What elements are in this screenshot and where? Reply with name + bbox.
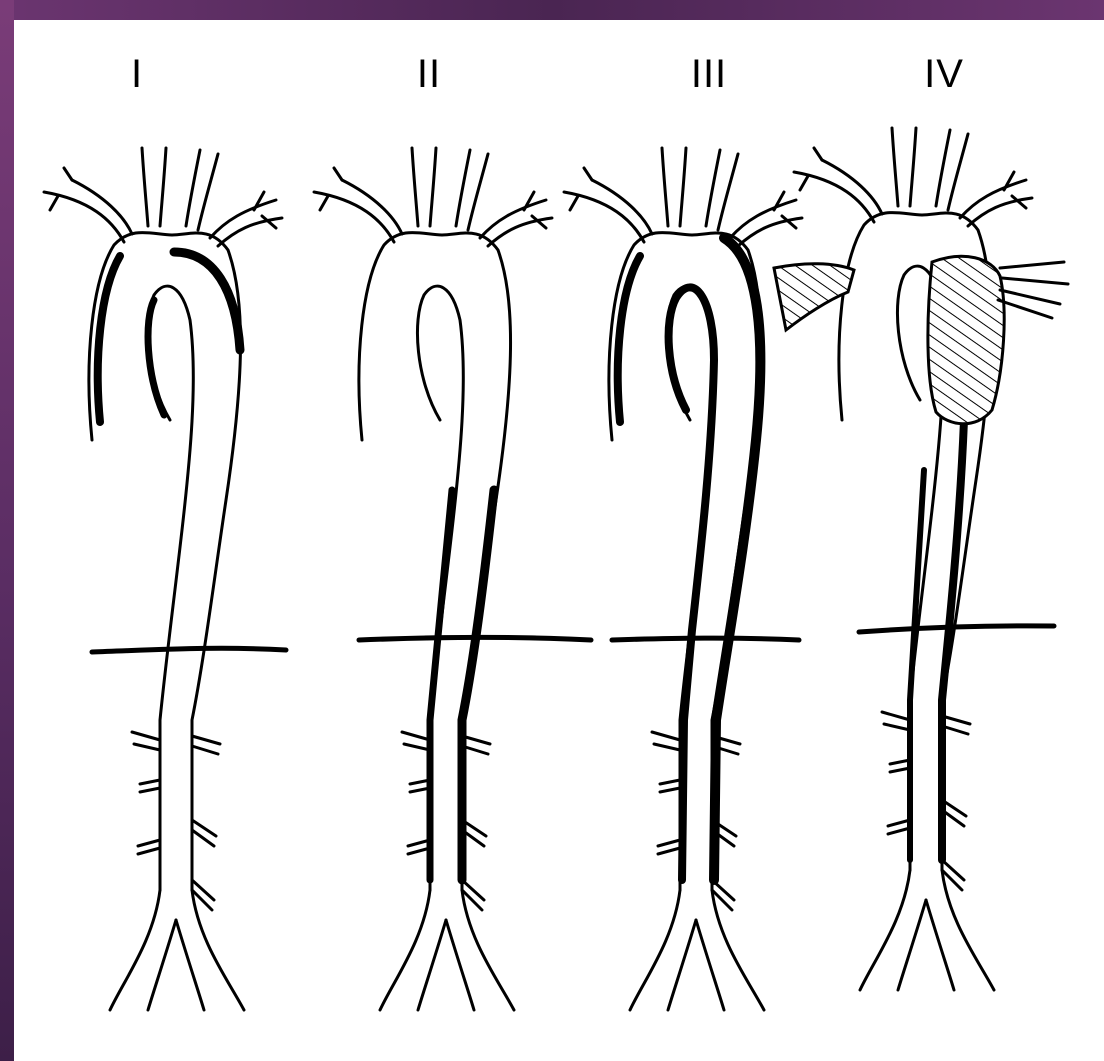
slide-frame-left	[0, 0, 14, 1061]
aortic-dissection-diagram	[14, 20, 1104, 1061]
diaphragm-lines	[92, 626, 1054, 652]
aorta-type-III	[564, 148, 802, 1010]
slide-frame-top	[0, 0, 1104, 20]
diagram-canvas: I II III IV	[14, 20, 1104, 1061]
aorta-type-IV	[774, 128, 1068, 990]
hatched-aneurysm	[928, 256, 1004, 423]
aorta-type-II	[314, 148, 552, 1010]
aorta-type-I	[44, 148, 282, 1010]
